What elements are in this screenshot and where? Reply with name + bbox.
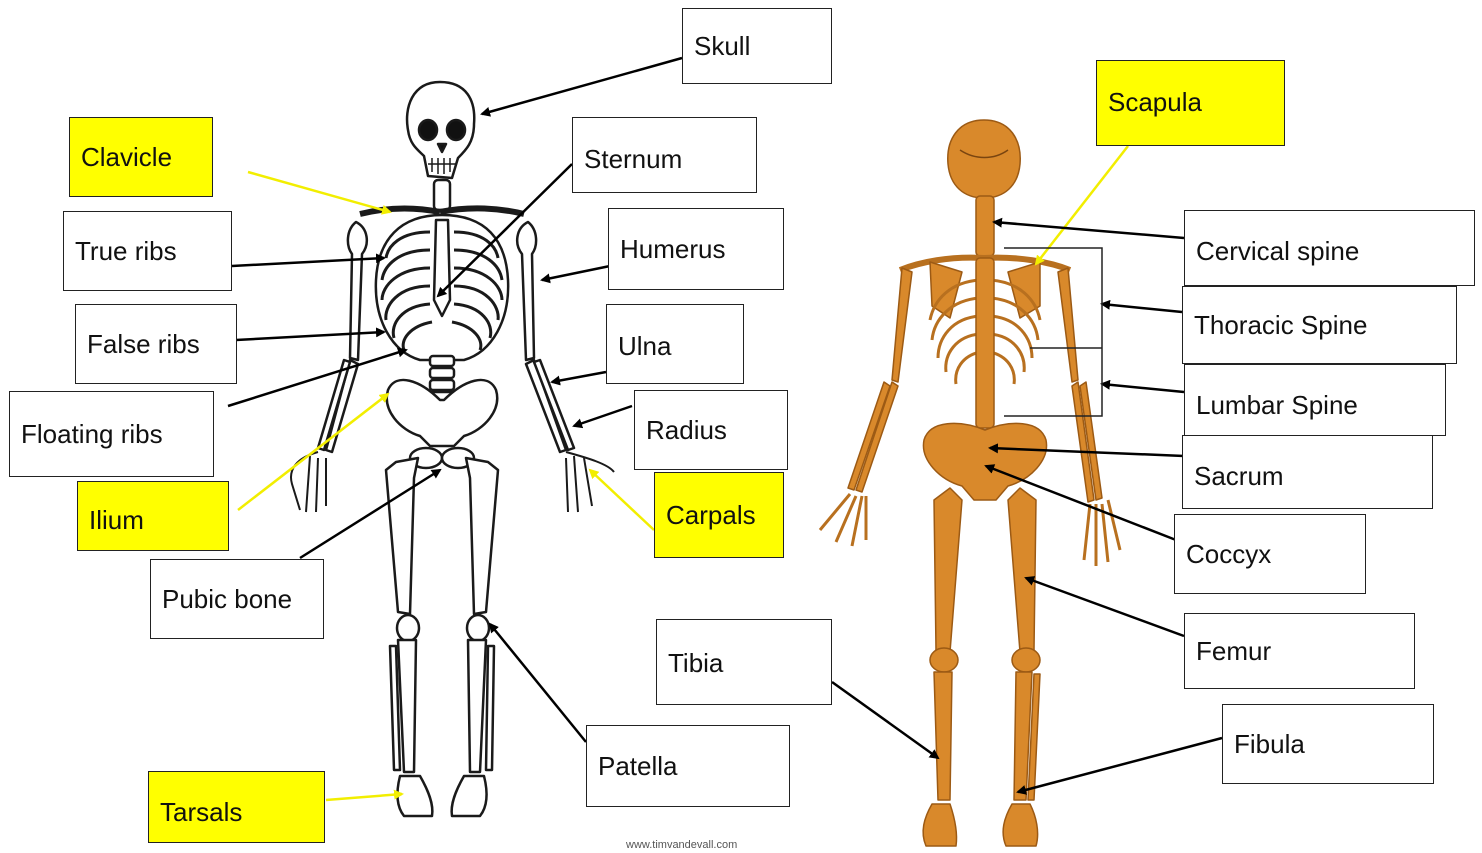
label-radius-text: Radius [646,415,727,446]
credit-text: www.timvandevall.com [626,839,737,851]
clavicle-pointer [248,172,390,212]
label-tibia: Tibia [656,619,832,705]
label-false-ribs: False ribs [75,304,237,384]
label-ilium-text: Ilium [89,505,144,536]
label-cervical-spine: Cervical spine [1184,210,1475,286]
label-lumbar-spine: Lumbar Spine [1184,364,1446,436]
tarsals-pointer [326,794,402,800]
label-pubic-bone-text: Pubic bone [162,584,292,615]
label-sternum-text: Sternum [584,144,682,175]
fibula-pointer [1018,738,1222,792]
label-sacrum: Sacrum [1182,435,1433,509]
label-ulna-text: Ulna [618,331,671,362]
label-thoracic-spine: Thoracic Spine [1182,286,1457,364]
label-clavicle: Clavicle [69,117,213,197]
label-ulna: Ulna [606,304,744,384]
label-scapula-text: Scapula [1108,87,1202,118]
lumbar-spine-pointer [1102,384,1184,392]
label-true-ribs-text: True ribs [75,236,177,267]
humerus-pointer [542,266,610,280]
front-skeleton-illustration [291,82,614,816]
label-carpals-text: Carpals [666,500,756,531]
carpals-pointer [590,470,654,530]
label-radius: Radius [634,390,788,470]
label-carpals: Carpals [654,472,784,558]
pubic-bone-pointer [300,470,440,558]
label-false-ribs-text: False ribs [87,329,200,360]
label-floating-ribs-text: Floating ribs [21,419,163,450]
ilium-pointer [238,394,388,510]
ulna-pointer [552,372,606,382]
label-skull-text: Skull [694,31,750,62]
label-clavicle-text: Clavicle [81,142,172,173]
label-lumbar-spine-text: Lumbar Spine [1196,390,1358,421]
label-tarsals: Tarsals [148,771,325,843]
tibia-pointer [832,682,938,758]
cervical-spine-pointer [994,222,1184,238]
label-femur-text: Femur [1196,636,1271,667]
label-humerus-text: Humerus [620,234,725,265]
label-ilium: Ilium [77,481,229,551]
label-fibula: Fibula [1222,704,1434,784]
false-ribs-pointer [236,332,384,340]
label-true-ribs: True ribs [63,211,232,291]
scapula-pointer [1036,146,1128,264]
label-patella-text: Patella [598,751,678,782]
thoracic-spine-pointer [1102,304,1182,312]
label-fibula-text: Fibula [1234,729,1305,760]
label-thoracic-spine-text: Thoracic Spine [1194,310,1367,341]
label-coccyx-text: Coccyx [1186,539,1271,570]
radius-pointer [574,406,632,426]
label-coccyx: Coccyx [1174,514,1366,594]
label-floating-ribs: Floating ribs [9,391,214,477]
label-pubic-bone: Pubic bone [150,559,324,639]
floating-ribs-pointer [228,350,406,406]
label-tarsals-text: Tarsals [160,797,242,828]
label-femur: Femur [1184,613,1415,689]
label-skull: Skull [682,8,832,84]
label-sternum: Sternum [572,117,757,193]
label-humerus: Humerus [608,208,784,290]
label-cervical-spine-text: Cervical spine [1196,236,1359,267]
femur-pointer [1026,578,1184,636]
label-scapula: Scapula [1096,60,1285,146]
label-tibia-text: Tibia [668,648,723,679]
label-sacrum-text: Sacrum [1194,461,1284,492]
patella-pointer [490,624,586,742]
skull-pointer [482,58,682,114]
label-patella: Patella [586,725,790,807]
